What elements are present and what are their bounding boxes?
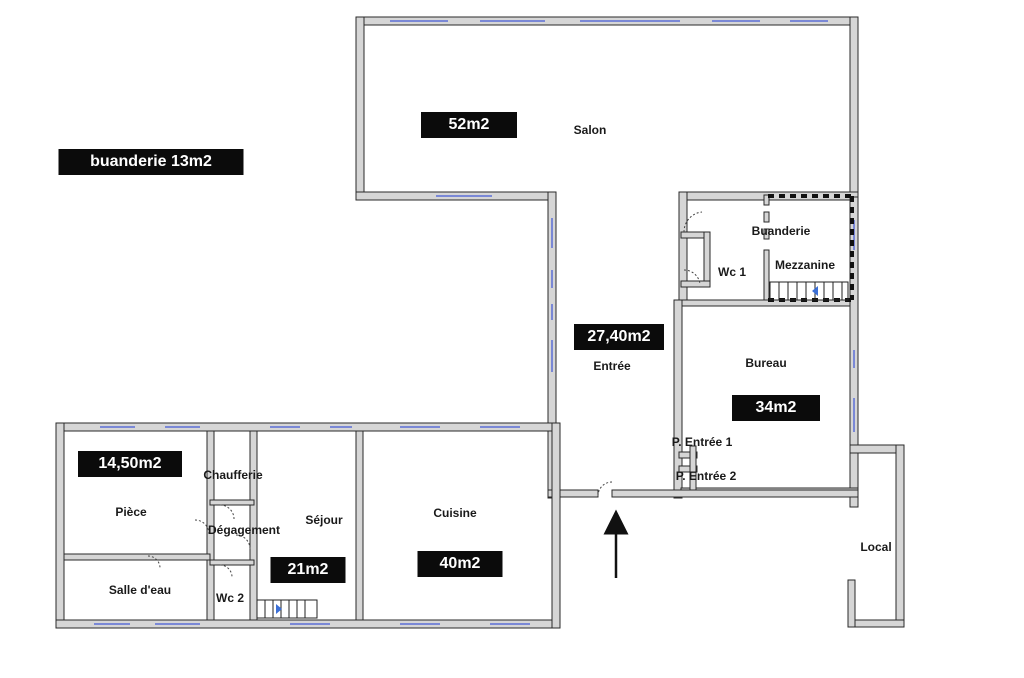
room-label-salle-eau: Salle d'eau (108, 583, 172, 597)
mezzanine-railing (768, 194, 854, 302)
room-label-entree: Entrée (593, 359, 631, 373)
room-label-p-entree-2: P. Entrée 2 (675, 469, 737, 483)
area-badge-buanderie-note: buanderie 13m2 (58, 149, 244, 175)
room-label-p-entree-1: P. Entrée 1 (671, 435, 733, 449)
room-label-piece: Pièce (115, 505, 147, 519)
area-badge-bureau: 34m2 (732, 395, 820, 421)
room-label-chaufferie: Chaufferie (203, 468, 263, 482)
room-label-buanderie: Buanderie (751, 224, 811, 238)
room-label-cuisine: Cuisine (433, 506, 477, 520)
room-label-wc1: Wc 1 (717, 265, 747, 279)
room-label-degagement: Dégagement (207, 523, 281, 537)
area-badge-entree: 27,40m2 (574, 324, 664, 350)
staircase-icon (256, 281, 849, 619)
room-label-bureau: Bureau (745, 356, 787, 370)
room-label-sejour: Séjour (305, 513, 343, 527)
room-label-mezzanine: Mezzanine (774, 258, 836, 272)
door-swing-icon (147, 211, 703, 578)
room-label-salon: Salon (573, 123, 607, 137)
area-badge-cuisine: 40m2 (417, 551, 503, 577)
walls (55, 16, 905, 629)
room-label-wc2: Wc 2 (215, 591, 245, 605)
area-badge-piece: 14,50m2 (78, 451, 182, 477)
area-badge-salon: 52m2 (421, 112, 517, 138)
room-label-local: Local (860, 540, 892, 554)
area-badge-sejour: 21m2 (270, 557, 346, 583)
